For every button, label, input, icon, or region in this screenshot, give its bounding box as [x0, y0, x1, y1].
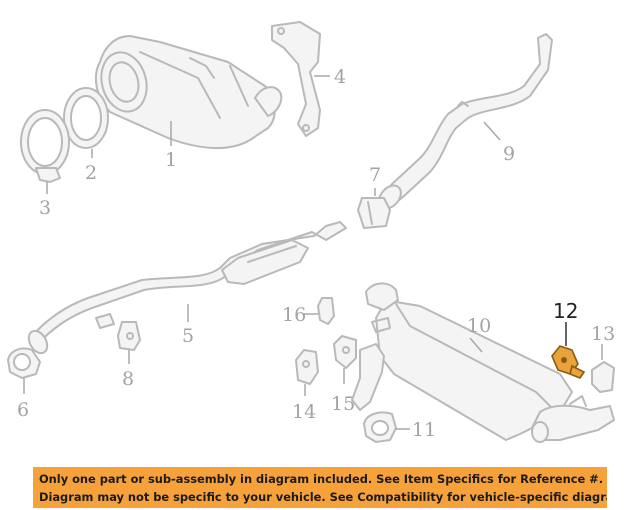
callout-7: 7 [369, 164, 381, 186]
callout-14: 14 [292, 401, 316, 423]
part-6-clamp[interactable] [7, 347, 41, 379]
part-15-bracket[interactable] [333, 335, 357, 369]
callout-2: 2 [85, 162, 97, 184]
part-12-hanger-highlighted[interactable] [551, 345, 586, 379]
part-13-isolator[interactable] [591, 361, 615, 393]
callout-3: 3 [39, 197, 51, 219]
notice-line-1: Only one part or sub-assembly in diagram… [39, 472, 604, 486]
part-5-front-pipe-resonator[interactable] [25, 221, 347, 356]
part-14-bracket[interactable] [295, 349, 319, 385]
notice-line-2: Diagram may not be specific to your vehi… [39, 490, 607, 504]
callout-10: 10 [467, 315, 491, 337]
part-4-bracket[interactable] [271, 21, 321, 137]
part-3-clamp[interactable] [20, 109, 70, 183]
callout-5: 5 [182, 325, 194, 347]
callout-16: 16 [282, 304, 306, 326]
callout-12: 12 [553, 299, 578, 323]
callout-13: 13 [591, 323, 615, 345]
callout-4: 4 [334, 66, 346, 88]
callout-11: 11 [412, 419, 436, 441]
callout-15: 15 [331, 393, 355, 415]
exhaust-parts-diagram: 1 2 3 4 9 7 5 [7, 21, 615, 443]
callout-1: 1 [165, 149, 177, 171]
part-9-tail-pipe[interactable] [375, 33, 553, 213]
part-10-rear-muffler[interactable] [351, 282, 615, 443]
callout-8: 8 [122, 368, 134, 390]
callout-9: 9 [503, 143, 515, 165]
compatibility-notice-banner: Only one part or sub-assembly in diagram… [33, 467, 607, 508]
part-11-clamp[interactable] [363, 411, 397, 443]
callout-6: 6 [17, 399, 29, 421]
part-2-gasket[interactable] [63, 87, 109, 149]
part-7-clamp[interactable] [357, 197, 391, 229]
part-8-hanger[interactable] [117, 321, 141, 351]
part-1-catalytic-converter[interactable] [94, 35, 283, 149]
part-16-hanger[interactable] [317, 297, 335, 325]
